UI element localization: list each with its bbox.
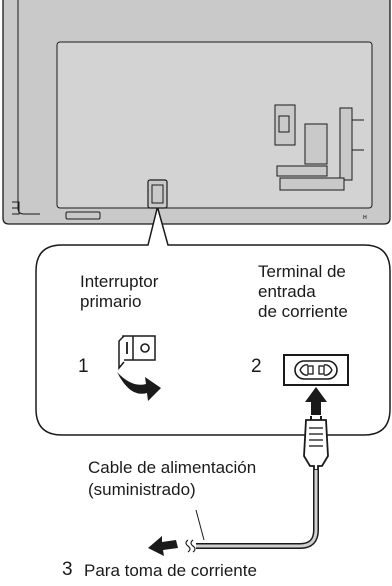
- callout-box: [35, 208, 391, 436]
- cable-label-line1: Cable de alimentación: [88, 458, 257, 477]
- svg-text:н: н: [363, 214, 367, 221]
- switch-label-line1: Interruptor: [80, 272, 159, 291]
- switch-label-line2: primario: [80, 292, 142, 311]
- outlet-label: Para toma de corriente: [84, 561, 257, 580]
- terminal-label-line1: Terminal de: [258, 262, 346, 281]
- power-cable: [185, 470, 319, 553]
- step-2-number: 2: [251, 356, 262, 377]
- switch-direction-arrow: [117, 372, 161, 401]
- power-plug-icon: [303, 416, 329, 471]
- connector-cluster: [274, 104, 364, 191]
- step-1-number: 1: [78, 356, 89, 377]
- cable-label-line2: (suministrado): [88, 480, 196, 499]
- terminal-label-line3: de corriente: [258, 302, 348, 321]
- outlet-direction-arrow: [148, 536, 178, 556]
- inlet-insert-arrow: [305, 387, 327, 415]
- terminal-label-line2: entrada: [258, 282, 316, 301]
- ac-inlet-icon: [283, 354, 349, 386]
- rocker-switch-icon: [118, 335, 156, 371]
- step-3-number: 3: [62, 559, 73, 580]
- display-back-panel: н: [2, 0, 391, 225]
